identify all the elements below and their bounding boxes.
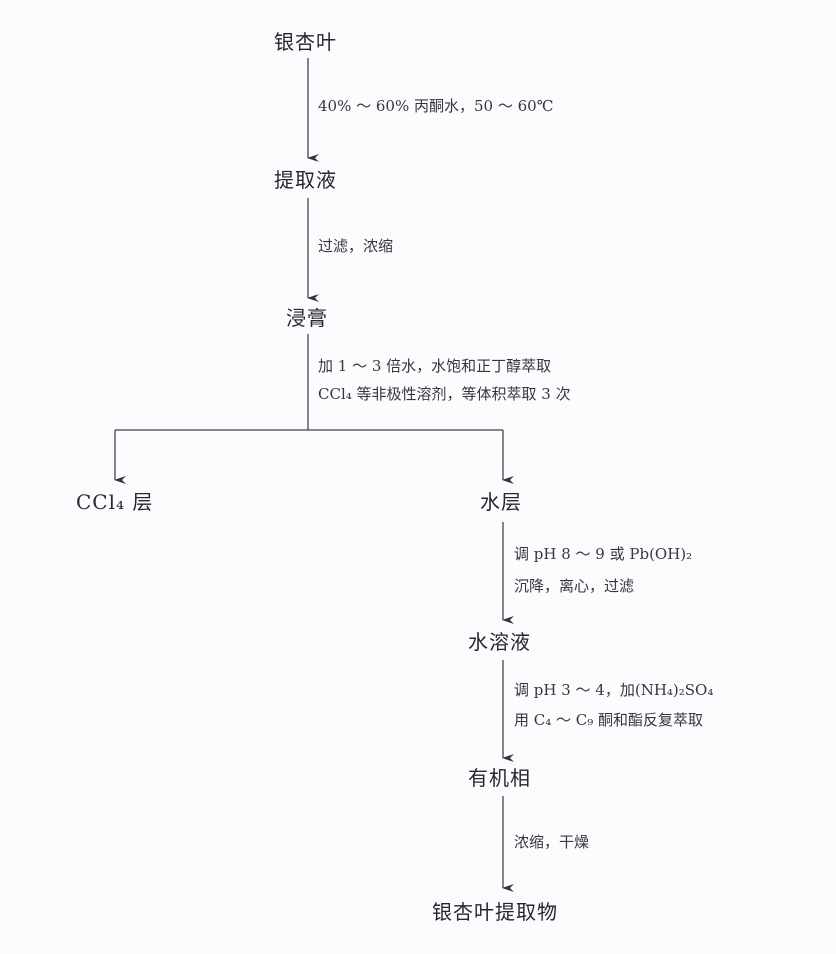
node-ccl4-layer: CCl₄ 层: [76, 490, 154, 514]
node-ginkgo-extract: 银杏叶提取物: [432, 900, 558, 924]
step-4-label-line1: 调 pH 8 ～ 9 或 Pb(OH)₂: [514, 545, 693, 563]
node-aqueous-solution: 水溶液: [468, 630, 531, 654]
step-2-label: 过滤，浓缩: [318, 237, 394, 255]
step-4-label-line2: 沉降，离心，过滤: [514, 577, 635, 595]
step-3-label-line2: CCl₄ 等非极性溶剂，等体积萃取 3 次: [318, 385, 571, 403]
node-ginkgo-leaf: 银杏叶: [274, 30, 337, 54]
step-3-label-line1: 加 1 ～ 3 倍水，水饱和正丁醇萃取: [318, 357, 552, 375]
step-5-label-line2: 用 C₄ ～ C₉ 酮和酯反复萃取: [514, 711, 704, 729]
step-5-label-line1: 调 pH 3 ～ 4，加(NH₄)₂SO₄: [514, 681, 714, 699]
node-extract-liquid: 提取液: [274, 168, 337, 192]
node-water-layer: 水层: [480, 490, 522, 514]
step-1-label: 40% ～ 60% 丙酮水，50 ～ 60℃: [318, 97, 554, 115]
node-organic-phase: 有机相: [468, 766, 531, 790]
step-6-label: 浓缩，干燥: [514, 833, 590, 851]
node-extract-paste: 浸膏: [286, 306, 328, 330]
